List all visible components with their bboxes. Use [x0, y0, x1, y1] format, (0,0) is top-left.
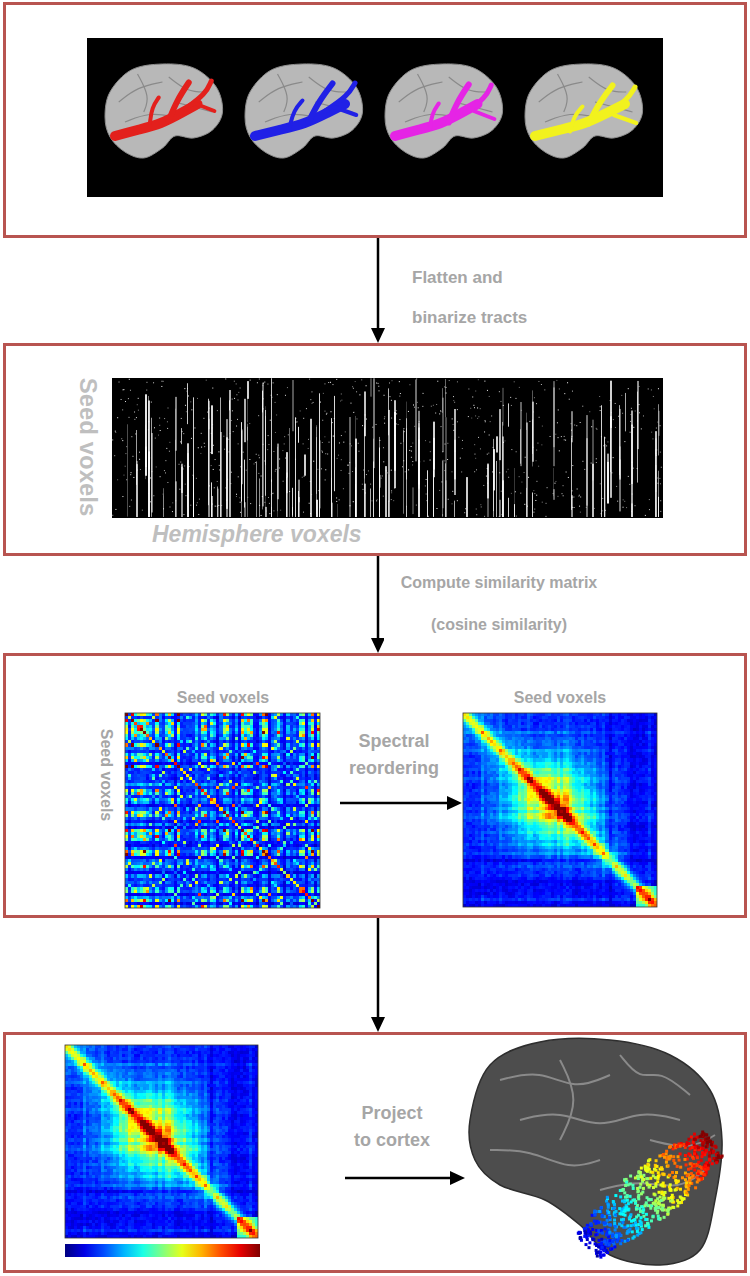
figure-page: Seed voxelsHemisphere voxelsSeed voxelsS…	[0, 0, 750, 1276]
